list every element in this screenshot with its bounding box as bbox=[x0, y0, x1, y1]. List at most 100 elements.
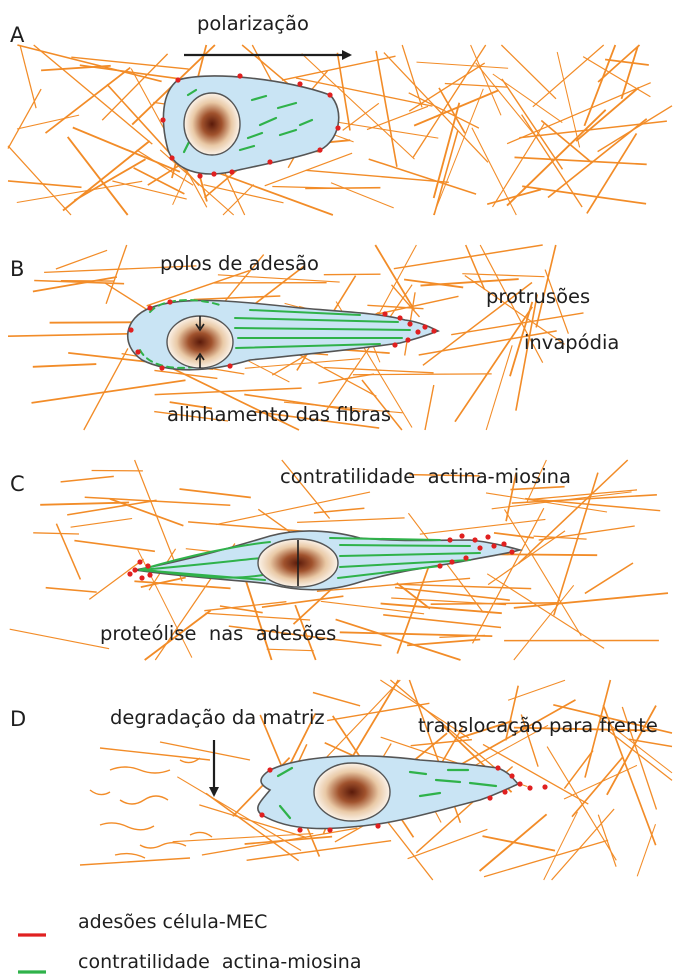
ecm-fiber bbox=[246, 580, 272, 660]
ecm-fiber bbox=[353, 374, 492, 375]
ecm-fiber bbox=[50, 322, 141, 323]
ecm-fiber bbox=[494, 533, 534, 538]
ecm-fiber bbox=[40, 503, 129, 505]
legend-contractility-label: contratilidade actina-miosina bbox=[78, 951, 361, 973]
ecm-fiber bbox=[488, 531, 565, 585]
ecm-fiber bbox=[8, 89, 41, 149]
ecm-fiber bbox=[223, 185, 254, 216]
panel-d-degraded-fibers bbox=[80, 742, 250, 865]
ecm-fiber bbox=[471, 45, 501, 115]
ecm-fiber bbox=[336, 619, 461, 660]
ecm-fiber bbox=[473, 508, 544, 643]
ecm-fiber bbox=[17, 45, 161, 81]
ecm-fiber bbox=[585, 563, 633, 593]
ecm-fiber bbox=[340, 632, 493, 636]
ecm-fiber bbox=[194, 296, 281, 300]
ecm-fiber bbox=[493, 74, 563, 123]
ecm-fiber bbox=[33, 277, 117, 292]
ecm-fiber bbox=[462, 274, 544, 277]
matrix-degradation-label: degradação da matriz bbox=[110, 706, 325, 729]
invadopodia-label: invapódia bbox=[524, 331, 619, 354]
ecm-fiber bbox=[376, 51, 397, 167]
ecm-fiber bbox=[408, 829, 488, 858]
ecm-fiber bbox=[33, 364, 97, 367]
panel-a-fibers bbox=[8, 45, 672, 215]
ecm-fiber bbox=[484, 840, 608, 876]
ecm-fiber bbox=[202, 828, 358, 855]
ecm-fiber bbox=[331, 183, 394, 208]
ecm-fiber bbox=[505, 509, 582, 636]
ecm-fiber bbox=[327, 703, 429, 720]
ecm-fiber bbox=[10, 629, 109, 649]
ecm-fiber bbox=[425, 385, 434, 430]
ecm-fiber bbox=[297, 518, 405, 523]
legend: adesões célula-MEC contratilidade actina… bbox=[18, 911, 361, 973]
ecm-fiber bbox=[61, 476, 114, 482]
panel-c: C contratilidade actina-miosina proteóli… bbox=[10, 460, 668, 660]
ecm-fiber bbox=[188, 522, 315, 532]
ecm-fiber bbox=[407, 640, 480, 646]
ecm-fiber bbox=[434, 131, 458, 215]
ecm-fiber bbox=[515, 157, 647, 164]
ecm-fiber bbox=[525, 499, 660, 511]
ecm-fiber bbox=[17, 181, 142, 202]
ecm-fiber bbox=[56, 250, 107, 269]
contractility-label: contratilidade actina-miosina bbox=[280, 465, 571, 488]
ecm-fiber bbox=[598, 815, 616, 867]
ecm-fiber bbox=[392, 285, 420, 317]
ecm-fiber bbox=[554, 473, 598, 616]
ecm-fiber bbox=[383, 615, 501, 628]
ecm-fiber bbox=[547, 747, 616, 861]
ecm-fiber bbox=[487, 574, 604, 649]
panel-a-letter: A bbox=[10, 23, 25, 47]
ecm-fiber bbox=[85, 497, 231, 505]
ecm-fiber bbox=[71, 519, 133, 528]
ecm-fiber bbox=[74, 541, 154, 552]
ecm-fiber bbox=[605, 60, 649, 66]
ecm-fiber bbox=[572, 758, 622, 817]
panel-b-letter: B bbox=[10, 257, 24, 281]
ecm-fiber bbox=[321, 601, 424, 614]
ecm-fiber bbox=[402, 45, 422, 107]
ecm-fiber bbox=[480, 814, 547, 871]
ecm-fiber bbox=[46, 68, 131, 134]
panel-b: B polos de adesão protrusões invapódia a… bbox=[8, 245, 619, 430]
panel-c-letter: C bbox=[10, 472, 25, 496]
ecm-fiber bbox=[394, 245, 543, 269]
ecm-fiber bbox=[219, 173, 333, 215]
ecm-fiber bbox=[414, 90, 499, 125]
ecm-fiber bbox=[420, 519, 546, 534]
ecm-fiber bbox=[267, 649, 314, 651]
panel-d: D degradação da matriz translocação para… bbox=[10, 680, 672, 880]
legend-adhesion-label: adesões célula-MEC bbox=[78, 911, 267, 933]
panel-a-nucleus bbox=[184, 93, 240, 155]
adhesion-poles-label: polos de adesão bbox=[160, 252, 319, 275]
ecm-fiber bbox=[583, 57, 650, 97]
ecm-fiber bbox=[46, 588, 97, 592]
ecm-fiber bbox=[155, 388, 302, 395]
ecm-fiber bbox=[539, 526, 635, 540]
ecm-fiber bbox=[63, 141, 150, 211]
ecm-fiber bbox=[89, 559, 143, 599]
ecm-fiber bbox=[637, 824, 655, 876]
ecm-fiber bbox=[68, 137, 128, 215]
ecm-fiber bbox=[375, 245, 414, 310]
ecm-fiber bbox=[33, 533, 79, 534]
ecm-fiber bbox=[20, 45, 36, 108]
ecm-fiber bbox=[180, 489, 251, 498]
ecm-fiber bbox=[313, 693, 360, 706]
ecm-fiber bbox=[395, 588, 510, 601]
ecm-fiber bbox=[306, 170, 449, 182]
ecm-fiber bbox=[384, 53, 488, 163]
ecm-fiber bbox=[324, 274, 381, 275]
ecm-fiber bbox=[548, 119, 647, 198]
panel-d-nucleus bbox=[314, 763, 390, 821]
ecm-fiber bbox=[486, 345, 512, 430]
panel-a: A polarização bbox=[8, 12, 672, 215]
protrusions-label: protrusões bbox=[486, 285, 590, 308]
ecm-fiber bbox=[17, 115, 79, 129]
ecm-fiber bbox=[476, 63, 538, 139]
ecm-fiber bbox=[381, 604, 502, 614]
ecm-fiber bbox=[262, 596, 344, 607]
